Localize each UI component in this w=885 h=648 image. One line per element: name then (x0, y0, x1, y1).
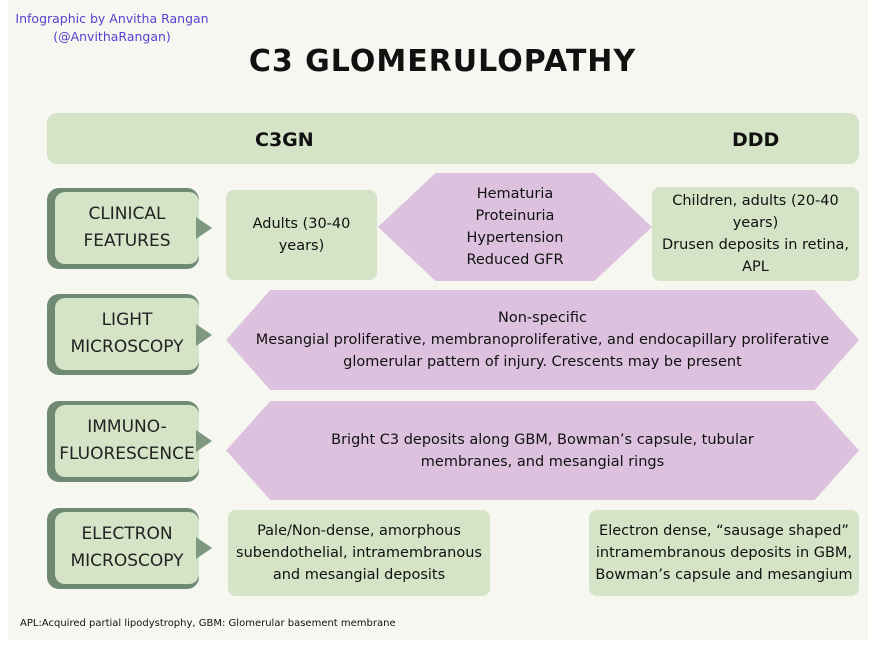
cell-line: glomerular pattern of injury. Crescents … (343, 354, 742, 370)
cell-line: APL (742, 259, 769, 275)
row-label-line: FLUORESCENCE (59, 444, 195, 464)
cell-line: membranes, and mesangial rings (420, 453, 665, 470)
cell-line: Children, adults (20-40 (672, 193, 839, 209)
row-label-line: FEATURES (83, 231, 171, 251)
cell-line: Pale/Non-dense, amorphous (257, 523, 461, 539)
row-label-line: ELECTRON (81, 524, 173, 544)
footnote: APL:Acquired partial lipodystrophy, GBM:… (20, 618, 396, 629)
row-arrow-icon (196, 217, 212, 239)
page-title: C3 GLOMERULOPATHY (248, 44, 637, 79)
credit: Infographic by Anvitha Rangan (@AnvithaR… (12, 10, 212, 46)
electron-ddd-cell: Electron dense, “sausage shaped” intrame… (589, 510, 859, 596)
row-arrow-icon (196, 430, 212, 452)
cell-line: Electron dense, “sausage shaped” (599, 523, 849, 539)
row-arrow-icon (196, 537, 212, 559)
cell-line: and mesangial deposits (272, 567, 446, 583)
cell-line: Proteinuria (475, 208, 555, 224)
immuno-shared-hexagon: Bright C3 deposits along GBM, Bowman’s c… (226, 401, 859, 500)
row-label-line: LIGHT (101, 310, 153, 330)
cell-line: years) (732, 215, 779, 231)
row-label-immunofluorescence: IMMUNO- FLUORESCENCE (55, 405, 199, 477)
column-header-bar (47, 113, 859, 164)
cell-line: intramembranous deposits in GBM, (595, 545, 853, 561)
cell-line: Hypertension (466, 230, 564, 246)
cell-line: Drusen deposits in retina, (661, 237, 849, 253)
cell-line: subendothelial, intramembranous (236, 545, 482, 561)
column-header-ddd: DDD (732, 129, 780, 151)
row-label-line: IMMUNO- (87, 417, 167, 437)
cell-line: years) (278, 238, 325, 254)
row-arrow-icon (196, 324, 212, 346)
cell-line: Bowman’s capsule and mesangium (595, 567, 853, 583)
light-shared-hexagon: Non-specific Mesangial proliferative, me… (226, 290, 859, 390)
cell-line: Reduced GFR (466, 252, 564, 268)
cell-line: Mesangial proliferative, membranoprolife… (255, 332, 830, 348)
credit-handle: (@AnvithaRangan) (53, 29, 171, 44)
clinical-ddd-cell: Children, adults (20-40 years) Drusen de… (652, 187, 859, 281)
credit-author: Infographic by Anvitha Rangan (15, 11, 209, 26)
row-label-line: MICROSCOPY (70, 551, 184, 571)
clinical-shared-hexagon: Hematuria Proteinuria Hypertension Reduc… (378, 173, 652, 281)
row-label-clinical-features: CLINICAL FEATURES (55, 192, 199, 264)
clinical-c3gn-cell: Adults (30-40 years) (226, 190, 377, 280)
row-label-line: CLINICAL (88, 204, 166, 224)
cell-line: Hematuria (476, 186, 554, 202)
cell-line: Adults (30-40 (252, 216, 351, 232)
row-label-electron-microscopy: ELECTRON MICROSCOPY (55, 512, 199, 584)
row-label-light-microscopy: LIGHT MICROSCOPY (55, 298, 199, 370)
electron-c3gn-cell: Pale/Non-dense, amorphous subendothelial… (228, 510, 490, 596)
cell-line: Bright C3 deposits along GBM, Bowman’s c… (331, 431, 754, 448)
cell-line: Non-specific (498, 310, 587, 326)
row-label-line: MICROSCOPY (70, 337, 184, 357)
column-header-c3gn: C3GN (255, 129, 314, 151)
